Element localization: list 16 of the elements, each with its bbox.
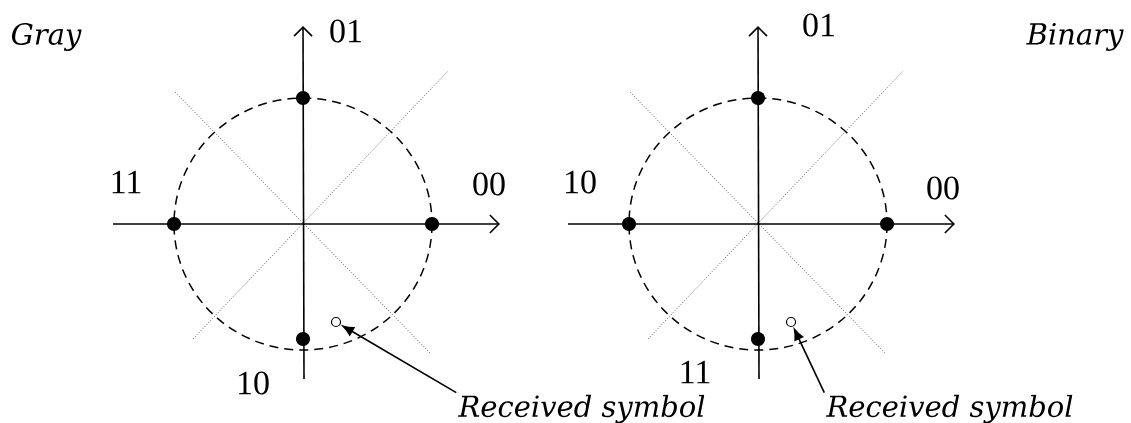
received-point — [785, 316, 797, 328]
bit-label: 01 — [803, 13, 834, 37]
received-point — [330, 316, 342, 328]
bit-label: 11 — [681, 360, 710, 384]
bit-label: 11 — [112, 170, 141, 194]
annotation-text: Received symbol — [826, 394, 1073, 423]
annotation-text: Received symbol — [458, 394, 705, 423]
bit-label: 01 — [330, 19, 361, 43]
leader-line — [342, 325, 458, 394]
bit-label: 00 — [927, 176, 959, 200]
bit-label: 10 — [566, 170, 596, 194]
mapping-label: Gray — [12, 23, 82, 51]
bit-label: 10 — [239, 371, 269, 395]
mapping-label: Binary — [1026, 23, 1124, 51]
bit-label: 00 — [473, 172, 505, 196]
leader-line — [793, 328, 826, 394]
